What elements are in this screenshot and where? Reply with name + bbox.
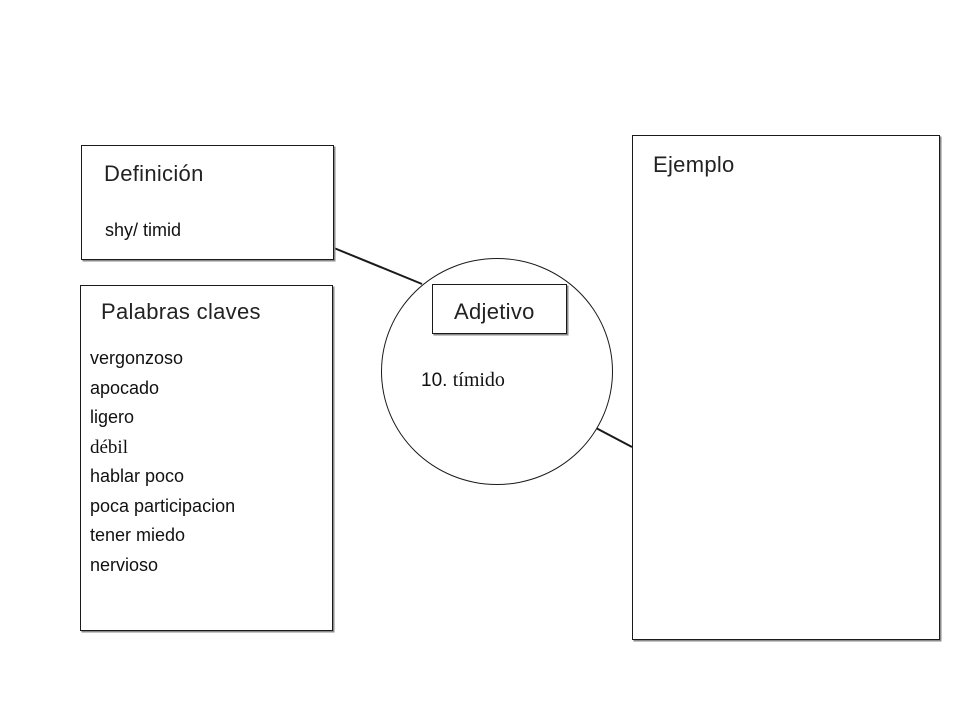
keyword-item: vergonzoso bbox=[90, 348, 184, 368]
keyword-item: ligero bbox=[90, 407, 135, 427]
target-word-number: 10. bbox=[421, 370, 448, 391]
keyword-item: tener miedo bbox=[90, 525, 186, 545]
keywords-title: Palabras claves bbox=[101, 299, 261, 324]
connector-definition-to-circle bbox=[333, 247, 423, 285]
keyword-item: débil bbox=[90, 436, 128, 458]
part-of-speech-label: Adjetivo bbox=[454, 299, 535, 324]
example-title: Ejemplo bbox=[653, 152, 735, 177]
definition-text: shy/ timid bbox=[105, 220, 182, 240]
keyword-list: vergonzoso apocado ligero débil hablar p… bbox=[90, 344, 235, 580]
definition-title: Definición bbox=[104, 161, 204, 186]
connector-circle-to-example bbox=[595, 427, 633, 448]
keyword-item: hablar poco bbox=[90, 466, 185, 486]
keyword-item: nervioso bbox=[90, 554, 159, 575]
example-box: Ejemplo bbox=[632, 135, 940, 640]
target-word-text: tímido bbox=[452, 369, 505, 391]
definition-box: Definición shy/ timid bbox=[81, 145, 334, 260]
keyword-item: apocado bbox=[90, 377, 160, 398]
keyword-item: poca participacion bbox=[90, 495, 236, 516]
keywords-box: Palabras claves vergonzoso apocado liger… bbox=[80, 285, 333, 631]
target-word: 10. tímido bbox=[421, 369, 505, 392]
part-of-speech-box: Adjetivo bbox=[432, 284, 567, 334]
